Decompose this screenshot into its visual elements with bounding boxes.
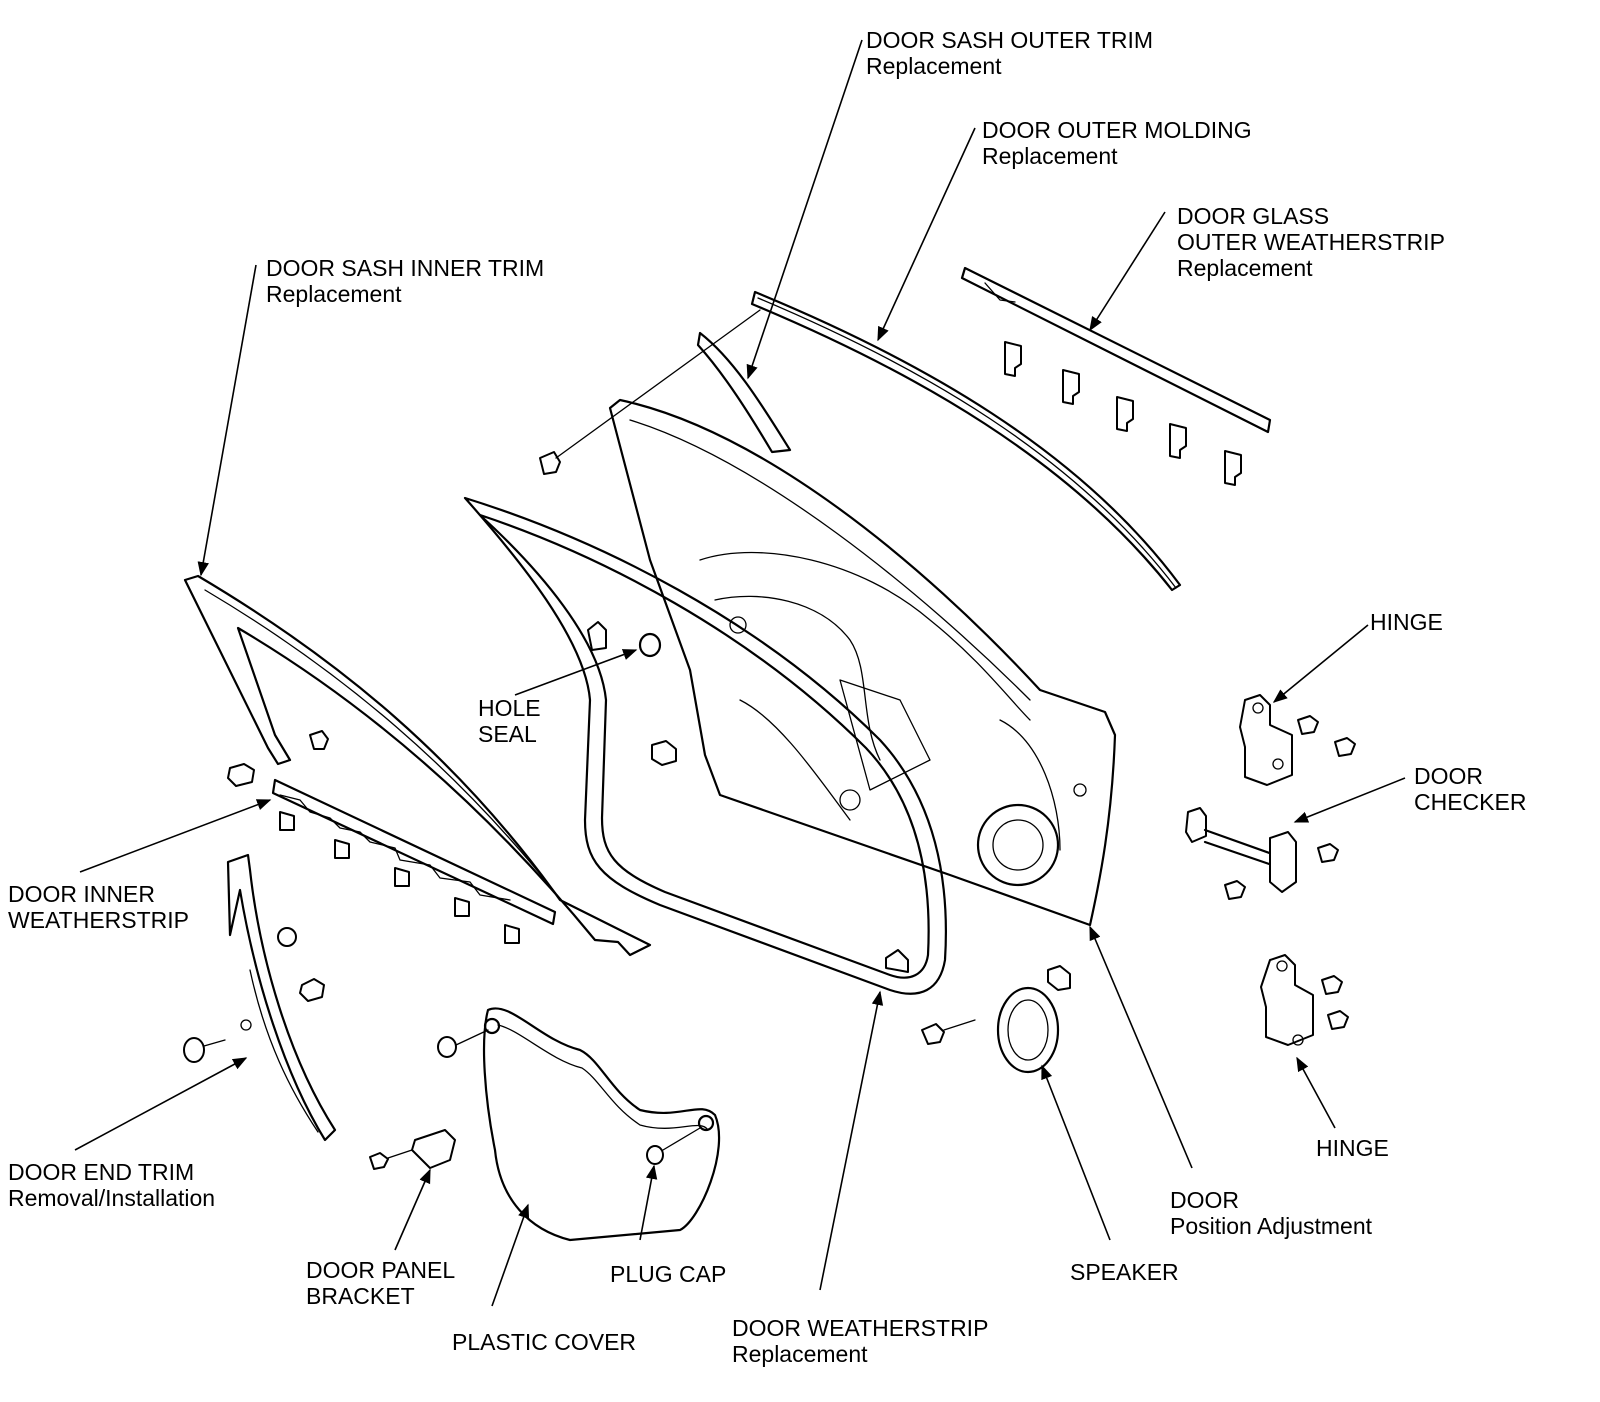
leader-outer-molding xyxy=(877,127,976,342)
callout-labels: DOOR SASH OUTER TRIM Replacement DOOR OU… xyxy=(8,27,1526,1367)
leader-door-checker xyxy=(1293,777,1406,823)
sash-outer-trim-part xyxy=(696,331,792,454)
plug-cap-part xyxy=(646,1127,701,1165)
glass-outer-weatherstrip-part xyxy=(960,266,1272,486)
leader-glass-outer-weatherstrip xyxy=(1089,211,1166,332)
label-sash-outer-trim: DOOR SASH OUTER TRIM xyxy=(866,27,1153,53)
leader-lines xyxy=(74,39,1406,1307)
label-hole-seal-1: HOLE xyxy=(478,695,541,721)
leader-sash-outer-trim xyxy=(746,39,863,380)
label-door-note: Position Adjustment xyxy=(1170,1213,1373,1239)
speaker-part xyxy=(921,965,1071,1074)
leader-inner-weatherstrip xyxy=(79,799,272,873)
label-outer-molding: DOOR OUTER MOLDING xyxy=(982,117,1252,143)
label-door: DOOR xyxy=(1170,1187,1239,1213)
leader-sash-inner-trim xyxy=(197,264,257,577)
sash-screw xyxy=(539,309,761,475)
end-trim-part xyxy=(226,853,337,1142)
plastic-cover-clip xyxy=(437,1029,489,1058)
leader-end-trim xyxy=(74,1057,248,1151)
leader-hinge-lower xyxy=(1296,1056,1336,1129)
label-outer-molding-note: Replacement xyxy=(982,143,1118,169)
label-glass-outer-weatherstrip-2: OUTER WEATHERSTRIP xyxy=(1177,229,1445,255)
label-plastic-cover: PLASTIC COVER xyxy=(452,1329,636,1355)
door-weatherstrip-part xyxy=(463,496,947,995)
hinge-upper-part xyxy=(1239,694,1356,786)
label-hole-seal-2: SEAL xyxy=(478,721,537,747)
inner-weatherstrip-part xyxy=(271,778,557,944)
label-door-checker-2: CHECKER xyxy=(1414,789,1526,815)
leader-speaker xyxy=(1041,1064,1111,1241)
label-end-trim: DOOR END TRIM xyxy=(8,1159,194,1185)
leader-hinge-upper xyxy=(1272,624,1369,703)
end-trim-fasteners xyxy=(183,927,325,1063)
door-checker-part xyxy=(1185,807,1339,900)
leader-door-weatherstrip xyxy=(819,990,884,1291)
hinge-lower-part xyxy=(1260,954,1349,1046)
leader-plug-cap xyxy=(639,1164,658,1241)
hole-seal-part xyxy=(638,632,662,658)
label-sash-inner-trim: DOOR SASH INNER TRIM xyxy=(266,255,544,281)
label-plug-cap: PLUG CAP xyxy=(610,1261,726,1287)
sash-inner-trim-part xyxy=(183,574,652,957)
label-hinge-upper: HINGE xyxy=(1370,609,1443,635)
outer-molding-part xyxy=(750,290,1182,592)
label-inner-weatherstrip-1: DOOR INNER xyxy=(8,881,155,907)
label-inner-weatherstrip-2: WEATHERSTRIP xyxy=(8,907,189,933)
leader-plastic-cover xyxy=(491,1203,530,1307)
label-panel-bracket-1: DOOR PANEL xyxy=(306,1257,455,1283)
label-door-weatherstrip: DOOR WEATHERSTRIP xyxy=(732,1315,988,1341)
label-end-trim-note: Removal/Installation xyxy=(8,1185,215,1211)
label-door-checker-1: DOOR xyxy=(1414,763,1483,789)
label-door-weatherstrip-note: Replacement xyxy=(732,1341,868,1367)
panel-bracket-part xyxy=(369,1129,456,1170)
door-shell-part xyxy=(608,398,1117,927)
weatherstrip-clips xyxy=(1004,341,1242,486)
inner-weatherstrip-clips xyxy=(279,811,520,944)
trim-clip xyxy=(227,763,255,787)
label-panel-bracket-2: BRACKET xyxy=(306,1283,415,1309)
leader-panel-bracket xyxy=(394,1168,431,1251)
label-sash-inner-trim-note: Replacement xyxy=(266,281,402,307)
plastic-cover-part xyxy=(482,1007,721,1242)
label-speaker: SPEAKER xyxy=(1070,1259,1179,1285)
leader-hole-seal xyxy=(514,649,638,696)
label-hinge-lower: HINGE xyxy=(1316,1135,1389,1161)
door-grommet xyxy=(651,740,677,766)
label-glass-outer-weatherstrip-1: DOOR GLASS xyxy=(1177,203,1329,229)
leader-door xyxy=(1089,925,1193,1169)
label-glass-outer-weatherstrip-note: Replacement xyxy=(1177,255,1313,281)
label-sash-outer-trim-note: Replacement xyxy=(866,53,1002,79)
